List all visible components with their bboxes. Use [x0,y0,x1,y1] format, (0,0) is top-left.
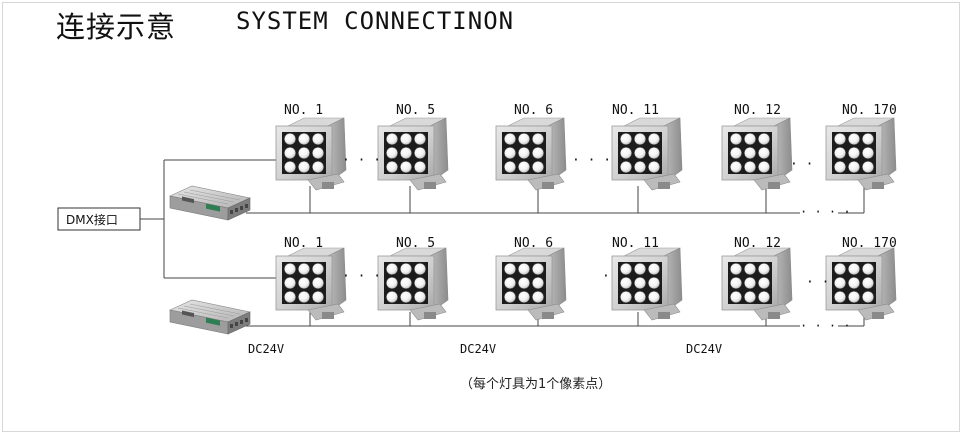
power-label: DC24V [460,342,496,356]
continuation-dots: · · · · [572,153,627,168]
power-label: DC24V [686,342,722,356]
continuation-dots: · · [806,275,829,290]
power-wiring [246,186,865,327]
fixture-label: NO. 170 [842,236,897,251]
fixture-label: NO. 5 [396,103,435,118]
continuation-dots: · · · · [800,205,851,219]
fixture-row2-no12 [721,247,793,321]
page-title-english: SYSTEM CONNECTINON [236,7,515,35]
fixture-row1-no170 [825,117,897,191]
fixture-label: NO. 11 [612,103,659,118]
fixture-row2-no1 [275,247,347,321]
fixture-label: NO. 6 [514,236,553,251]
continuation-dots: · · · · [342,153,397,168]
dmx-controller-label: DMX接口 [66,212,118,227]
page-title: 连接示意 [56,10,177,44]
fixture-row2-no5 [377,247,449,321]
continuation-dots: · · · · [800,319,851,333]
fixture-label: NO. 1 [284,236,323,251]
power-supply-top [169,185,251,221]
fixture-label: NO. 170 [842,103,897,118]
fixture-row1-no12 [721,117,793,191]
fixture-label: NO. 6 [514,103,553,118]
fixture-row1-no6 [495,117,567,191]
fixture-label: NO. 12 [734,103,781,118]
power-label: DC24V [248,342,284,356]
continuation-dots: · · [790,157,813,172]
continuation-dots: · · · · [342,269,397,284]
footnote: （每个灯具为1个像素点） [460,376,611,392]
fixture-label: NO. 5 [396,236,435,251]
continuation-dots: · [602,269,610,284]
fixture-label: NO. 12 [734,236,781,251]
signal-wiring [140,159,276,279]
fixture-row1-no1 [275,117,347,191]
fixture-label: NO. 1 [284,103,323,118]
fixture-row2-no11 [611,247,683,321]
fixture-label: NO. 11 [612,236,659,251]
fixture-row2-no170 [825,247,897,321]
power-supply-bottom [169,299,251,335]
fixture-row2-no6 [495,247,567,321]
